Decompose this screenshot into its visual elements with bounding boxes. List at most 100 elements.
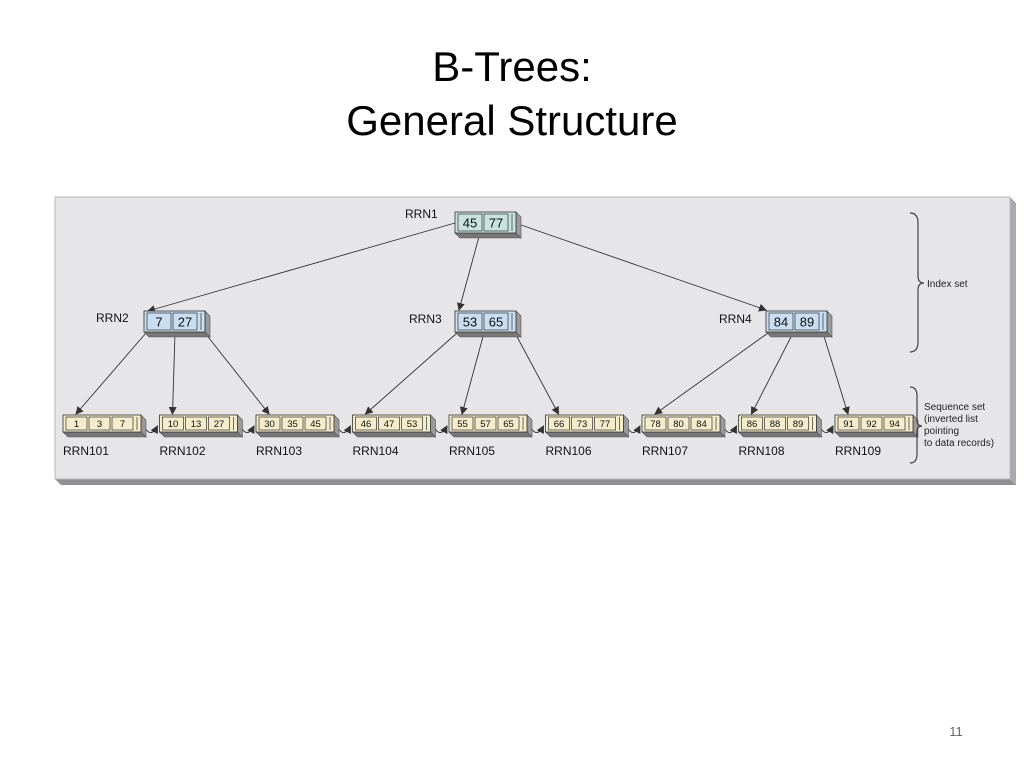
leaf-node-key: 84 — [696, 419, 707, 430]
index-node-depth-bottom — [143, 331, 211, 338]
leaf-node-key: 47 — [384, 419, 395, 430]
leaf-node-cell — [497, 416, 520, 431]
leaf-node-label: RRN104 — [353, 444, 399, 458]
leaf-node-key: 46 — [361, 419, 372, 430]
index-node-depth-bottom — [454, 232, 522, 239]
leaf-node-cell — [690, 416, 713, 431]
index-node-depth-bottom — [454, 331, 522, 338]
index-node-cell — [483, 312, 509, 331]
leaf-node-label: RRN109 — [835, 444, 881, 458]
edges-layer — [75, 222, 850, 435]
sequence-set-line-1: Sequence set — [924, 402, 985, 413]
leaf-node-cell — [401, 416, 423, 431]
leaf-node-box — [738, 414, 817, 433]
index-node-cell — [768, 312, 794, 331]
leaf-node-key: 77 — [600, 419, 611, 430]
leaf-node-key: 89 — [793, 419, 804, 430]
index-node-cell — [172, 312, 198, 331]
leaf-node-key: 7 — [120, 419, 125, 430]
leaf-node-depth-bottom — [448, 431, 533, 438]
leaf-node-cell — [764, 416, 786, 431]
leaf-node-label: RRN102 — [160, 444, 206, 458]
sequence-set-label: Sequence set (inverted list pointing to … — [924, 402, 994, 449]
leaf-node-key: 10 — [168, 419, 179, 430]
edge-n4-to-leaf-7 — [654, 332, 769, 415]
edge-n2-to-leaf-2 — [168, 332, 177, 415]
leaf-node-cell — [304, 416, 327, 431]
index-node-key: 77 — [489, 216, 503, 231]
leaf-node-key: 45 — [310, 419, 321, 430]
sequence-set-line-4: to data records) — [924, 438, 994, 449]
leaf-node-key: 80 — [673, 419, 684, 430]
sequence-set-line-3: pointing — [924, 426, 959, 437]
leaf-node-depth-bottom — [351, 431, 437, 438]
panel-edge-bottom — [55, 479, 1016, 485]
leaf-node-key: 57 — [480, 419, 491, 430]
leaf-node-box — [448, 414, 528, 433]
edge-root-to-rrn4 — [520, 224, 767, 312]
leaf-node-depth-bottom — [737, 431, 823, 438]
index-node-label: RRN4 — [719, 312, 752, 326]
leaf-node-label: RRN108 — [739, 444, 785, 458]
leaf-node-cell — [88, 416, 111, 431]
leaf-node-cell — [667, 416, 690, 431]
index-set-label: Index set — [927, 279, 968, 290]
slide-title: B-Trees: General Structure — [0, 40, 1024, 148]
panel-edge-right — [1010, 197, 1016, 485]
leaf-node-box — [352, 414, 431, 433]
edge-n4-to-leaf-9 — [822, 332, 850, 415]
leaf-node-key: 88 — [770, 419, 781, 430]
index-node-rrn1: 45 77 RRN1 — [405, 207, 522, 239]
leaf-node-box — [255, 414, 335, 433]
edge-n3-to-leaf-4 — [364, 332, 458, 415]
leaf-node-cell — [474, 416, 497, 431]
index-node-box — [454, 310, 517, 333]
index-node-label: RRN2 — [96, 311, 129, 325]
leaf-node-cell — [837, 416, 860, 431]
leaf-node-cell — [281, 416, 304, 431]
leaf-node-label: RRN107 — [642, 444, 688, 458]
index-node-key: 45 — [463, 216, 477, 231]
leaf-node-cell — [741, 416, 763, 431]
leaf-node-key: 92 — [866, 419, 877, 430]
index-node-box — [143, 310, 206, 333]
leaf-node-box — [545, 414, 624, 433]
leaf-node-cell — [860, 416, 883, 431]
index-node-label: RRN1 — [405, 207, 438, 221]
sequence-set-bracket — [909, 386, 923, 464]
edge-n2-to-leaf-3 — [204, 332, 270, 415]
leaf-node-depth-bottom — [255, 431, 340, 438]
index-node-cell — [457, 213, 483, 232]
leaf-node-key: 66 — [554, 419, 565, 430]
leaf-node-box — [62, 414, 142, 433]
edge-root-to-rrn3 — [456, 232, 481, 311]
leaf-node-label: RRN105 — [449, 444, 495, 458]
leaf-node-key: 73 — [577, 419, 588, 430]
index-node-cell — [457, 312, 483, 331]
leaf-node-cell — [65, 416, 88, 431]
title-line-1: B-Trees: — [432, 43, 592, 90]
leaf-node-key: 27 — [214, 419, 225, 430]
leaf-node-key: 94 — [889, 419, 900, 430]
edge-n2-to-leaf-1 — [75, 332, 147, 415]
leaf-node-cell — [208, 416, 230, 431]
leaf-node-depth-bottom — [544, 431, 630, 438]
title-line-2: General Structure — [346, 97, 678, 144]
slide-number: 11 — [949, 724, 963, 739]
leaf-node-label: RRN101 — [63, 444, 109, 458]
leaf-node-key: 53 — [407, 419, 418, 430]
leaf-node-cell — [644, 416, 667, 431]
index-node-key: 53 — [463, 315, 477, 330]
index-node-cell — [794, 312, 820, 331]
sequence-set-line-2: (inverted list — [924, 414, 978, 425]
